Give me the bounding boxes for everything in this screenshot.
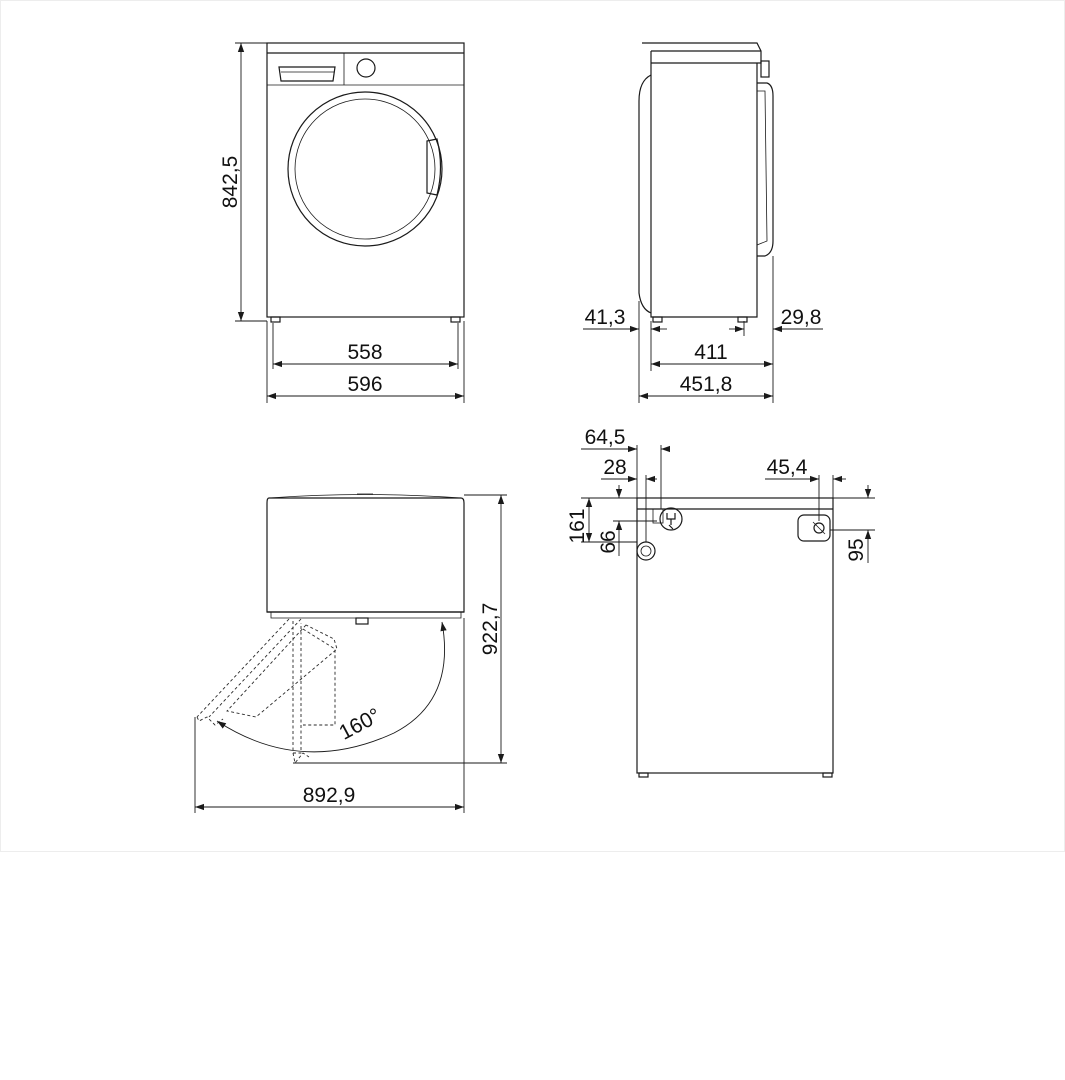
machine-body — [266, 42, 465, 318]
front-height-label: 842,5 — [219, 156, 242, 209]
program-knob-icon — [356, 58, 376, 78]
front-view: 842,5 558 596 — [219, 42, 465, 403]
side-back-offset-label: 29,8 — [781, 306, 822, 329]
side-feet-depth-label: 411 — [694, 341, 727, 364]
door-handle — [426, 138, 442, 196]
side-body — [650, 51, 758, 318]
drain-hose-icon — [636, 541, 656, 561]
top-body — [266, 497, 465, 613]
back-foot-right — [822, 772, 833, 778]
side-door-profile — [757, 82, 774, 257]
door-open-width-label: 892,9 — [303, 784, 356, 807]
side-view: 41,3 29,8 411 451,8 — [583, 42, 823, 403]
door-hinge-mark — [355, 617, 369, 625]
back-y-66-label: 66 — [597, 530, 620, 553]
back-y-161-label: 161 — [566, 508, 589, 543]
back-x-outer-label: 64,5 — [585, 426, 626, 449]
top-view: 160° 922,7 892,9 — [194, 493, 507, 813]
detergent-drawer — [278, 66, 336, 82]
open-door-outline — [196, 618, 338, 765]
back-x-inner-label: 28 — [603, 456, 626, 479]
front-foot-left — [270, 316, 281, 323]
back-foot-left — [638, 772, 649, 778]
back-view: 64,5 28 45,4 161 66 95 — [566, 426, 875, 778]
side-foot-rear — [652, 316, 663, 323]
side-depth-label: 451,8 — [680, 373, 733, 396]
back-y-95-label: 95 — [845, 538, 868, 561]
back-body — [636, 497, 834, 774]
door-glass — [294, 98, 436, 240]
power-plug-icon — [652, 507, 683, 531]
side-front-offset-label: 41,3 — [585, 306, 626, 329]
drawing-sheet: 842,5 558 596 41,3 29,8 — [0, 0, 1065, 852]
front-foot-right — [450, 316, 461, 323]
door-ring — [287, 91, 443, 247]
rear-contour — [638, 74, 652, 314]
water-inlet-icon — [797, 514, 831, 542]
side-knob — [760, 60, 770, 78]
door-open-depth-label: 922,7 — [479, 603, 502, 656]
front-feet-width-label: 558 — [347, 341, 382, 364]
door-angle-arc — [216, 621, 447, 753]
top-panel — [642, 42, 762, 64]
front-width-label: 596 — [347, 373, 382, 396]
technical-drawing: 842,5 558 596 41,3 29,8 — [194, 42, 875, 813]
side-foot-front — [737, 316, 748, 323]
door-angle-label: 160° — [335, 704, 384, 745]
back-x-right-label: 45,4 — [767, 456, 808, 479]
